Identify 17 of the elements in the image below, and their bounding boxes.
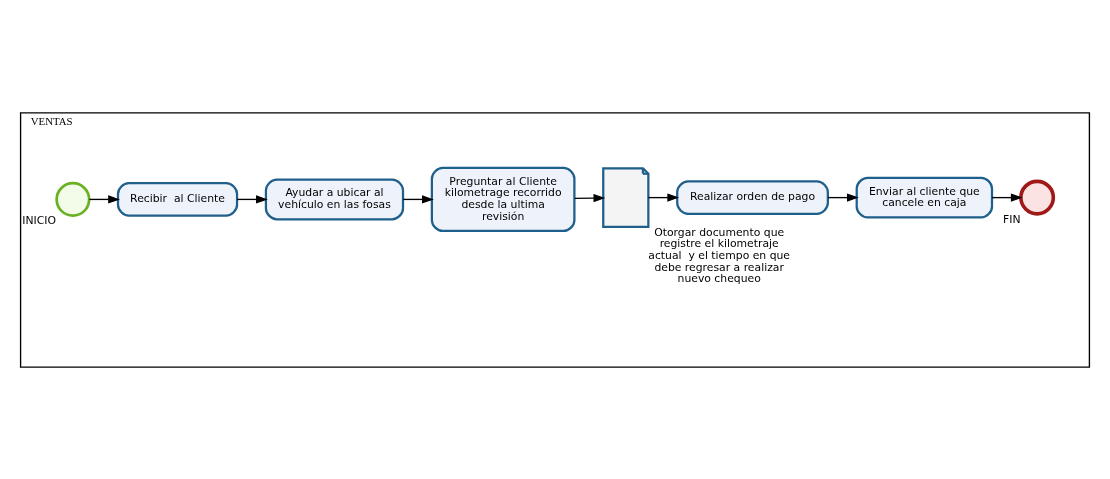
arrow [402,194,434,204]
arrow [827,193,859,202]
node-box: Realizar orden de pago [676,179,829,215]
node-box: Recibir al Cliente [116,181,239,217]
node-circle [1019,179,1056,216]
arrow [647,193,680,202]
node-box: Ayudar a ubicar al vehículo en las fosas [264,177,405,220]
node-label: INICIO [22,213,56,227]
node-label: Otorgar documento que registre el kilometraje actual y el tiempo en que debe regresar a realizar nuevo chequeo [648,225,791,285]
arrow [88,194,120,204]
arrow [574,193,606,202]
arrow [236,194,268,204]
node-circle [55,181,91,217]
node-label: FIN [1003,212,1021,225]
arrow [991,193,1023,202]
node-box: Preguntar al Cliente kilometrage recorrido desde la ultima revisión [430,166,576,232]
node-box: Enviar al cliente que cancele en caja [855,176,994,219]
